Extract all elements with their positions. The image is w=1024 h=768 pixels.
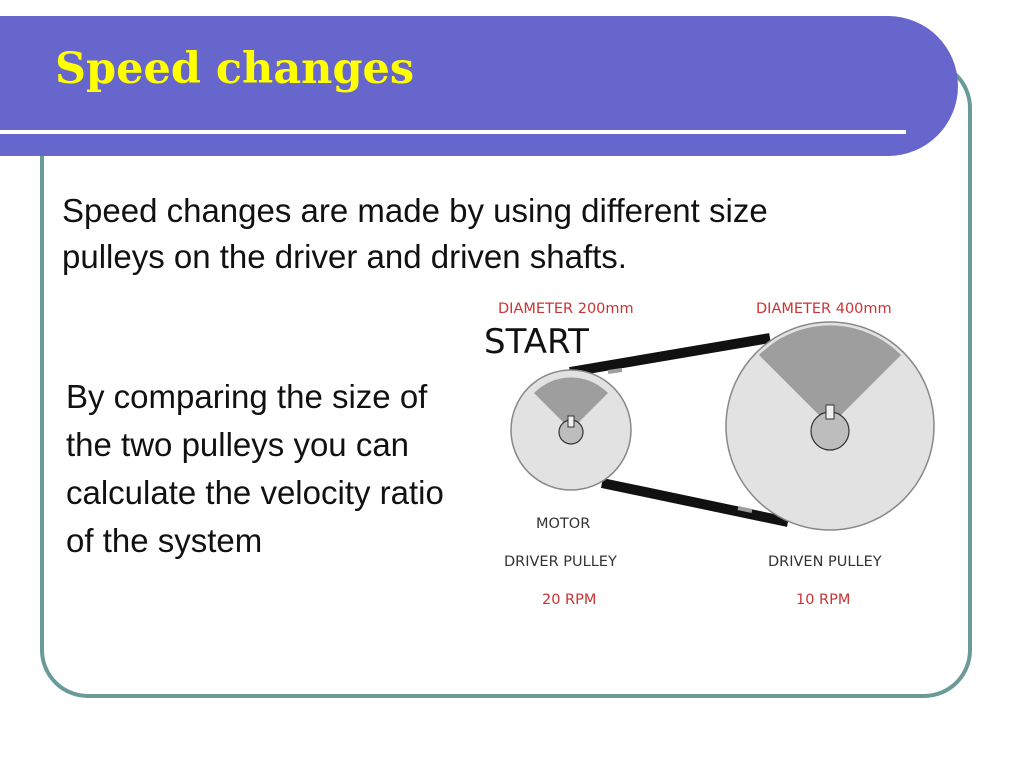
belt-bottom: [600, 478, 790, 527]
slide-title: Speed changes: [55, 44, 415, 94]
pulley-diagram-svg: DIAMETER 200mm DIAMETER 400mm START MOTO…: [484, 301, 935, 608]
driver-rpm-label: 20 RPM: [542, 592, 596, 608]
driven-diameter-label: DIAMETER 400mm: [756, 301, 892, 317]
belt-joint-top: [607, 368, 623, 374]
belt-joint-bottom: [737, 506, 753, 513]
comparison-text: By comparing the size of the two pulleys…: [66, 378, 444, 559]
driver-diameter-label: DIAMETER 200mm: [498, 301, 634, 317]
driven-shaft-key: [825, 404, 835, 420]
belt-top: [569, 333, 771, 377]
driver-shaft-key: [567, 415, 575, 428]
driver-pulley-wedge: [534, 377, 608, 430]
driven-rpm-label: 10 RPM: [796, 592, 850, 608]
title-bar: [0, 16, 958, 156]
start-label: START: [484, 322, 589, 362]
driven-pulley-label: DRIVEN PULLEY: [768, 554, 882, 570]
driven-pulley-wedge: [759, 325, 901, 426]
driver-pulley-label: DRIVER PULLEY: [504, 554, 617, 570]
pulley-diagram: DIAMETER 200mm DIAMETER 400mm START MOTO…: [470, 286, 970, 626]
motor-label: MOTOR: [536, 516, 590, 532]
intro-text: Speed changes are made by using differen…: [62, 192, 768, 275]
